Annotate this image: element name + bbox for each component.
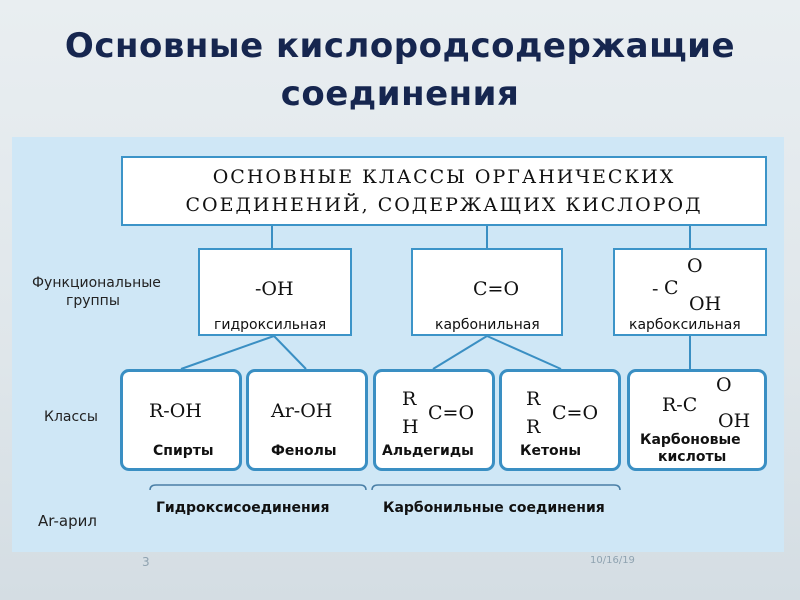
class-ketones-name: Кетоны [520,443,582,459]
group-hydroxyl-box: -OH гидроксильная [198,248,352,336]
group-carboxyl-o: O [687,255,703,277]
class-acids-oh: OH [718,410,751,432]
header-box: ОСНОВНЫЕ КЛАССЫ ОРГАНИЧЕСКИХ СОЕДИНЕНИЙ,… [121,156,767,226]
group-carboxyl-dash: - [652,278,659,300]
bracket-hydroxy-label: Гидроксисоединения [156,500,330,516]
class-ketones-co: C=O [552,402,599,424]
group-carbonyl-name: карбонильная [435,317,540,333]
class-aldehydes-r: R [402,388,417,410]
slide-title-line2: соединения [280,74,520,114]
label-classes: Классы [44,409,98,425]
class-alcohols-name: Спирты [153,443,214,459]
group-carboxyl-name: карбоксильная [629,317,741,333]
group-carbonyl-box: C=O карбонильная [411,248,563,336]
class-ketones-box: R R C=O Кетоны [499,369,621,471]
header-line2: СОЕДИНЕНИЙ, СОДЕРЖАЩИХ КИСЛОРОД [185,194,703,216]
class-phenols-box: Ar-OH Фенолы [246,369,368,471]
label-aryl: Ar-арил [38,512,97,530]
class-aldehydes-name: Альдегиды [382,443,474,459]
bracket-carbonyl-label: Карбонильные соединения [383,500,605,516]
class-acids-name-line2: кислоты [658,449,727,465]
slide-title: Основные кислородсодержащие соединения [0,22,800,118]
class-acids-name-line1: Карбоновые [640,432,741,448]
class-acids-box: R-C O OH Карбоновые кислоты [627,369,767,471]
slide-date: 10/16/19 [590,555,635,566]
class-alcohols-box: R-OH Спирты [120,369,242,471]
class-ketones-r1: R [526,388,541,410]
class-acids-o: O [716,374,732,396]
group-carboxyl-oh: OH [689,293,722,315]
class-acids-rc: R-C [662,394,698,416]
class-ketones-r2: R [526,416,541,438]
group-carbonyl-formula: C=O [473,278,520,300]
group-carboxyl-c: C [664,277,679,299]
class-aldehydes-box: R H C=O Альдегиды [373,369,495,471]
group-hydroxyl-name: гидроксильная [214,317,327,333]
slide-title-line1: Основные кислородсодержащие [64,26,736,66]
class-phenols-name: Фенолы [271,443,337,459]
header-line1: ОСНОВНЫЕ КЛАССЫ ОРГАНИЧЕСКИХ [212,166,676,188]
label-functional-line2: группы [66,293,120,309]
group-carboxyl-box: - C O OH карбоксильная [613,248,767,336]
class-aldehydes-co: C=O [428,402,475,424]
label-functional-line1: Функциональные [32,275,161,291]
group-hydroxyl-formula: -OH [255,278,294,300]
class-alcohols-formula: R-OH [149,400,202,422]
page-number: 3 [142,555,150,569]
class-phenols-formula: Ar-OH [271,400,333,422]
class-aldehydes-h: H [402,416,419,438]
